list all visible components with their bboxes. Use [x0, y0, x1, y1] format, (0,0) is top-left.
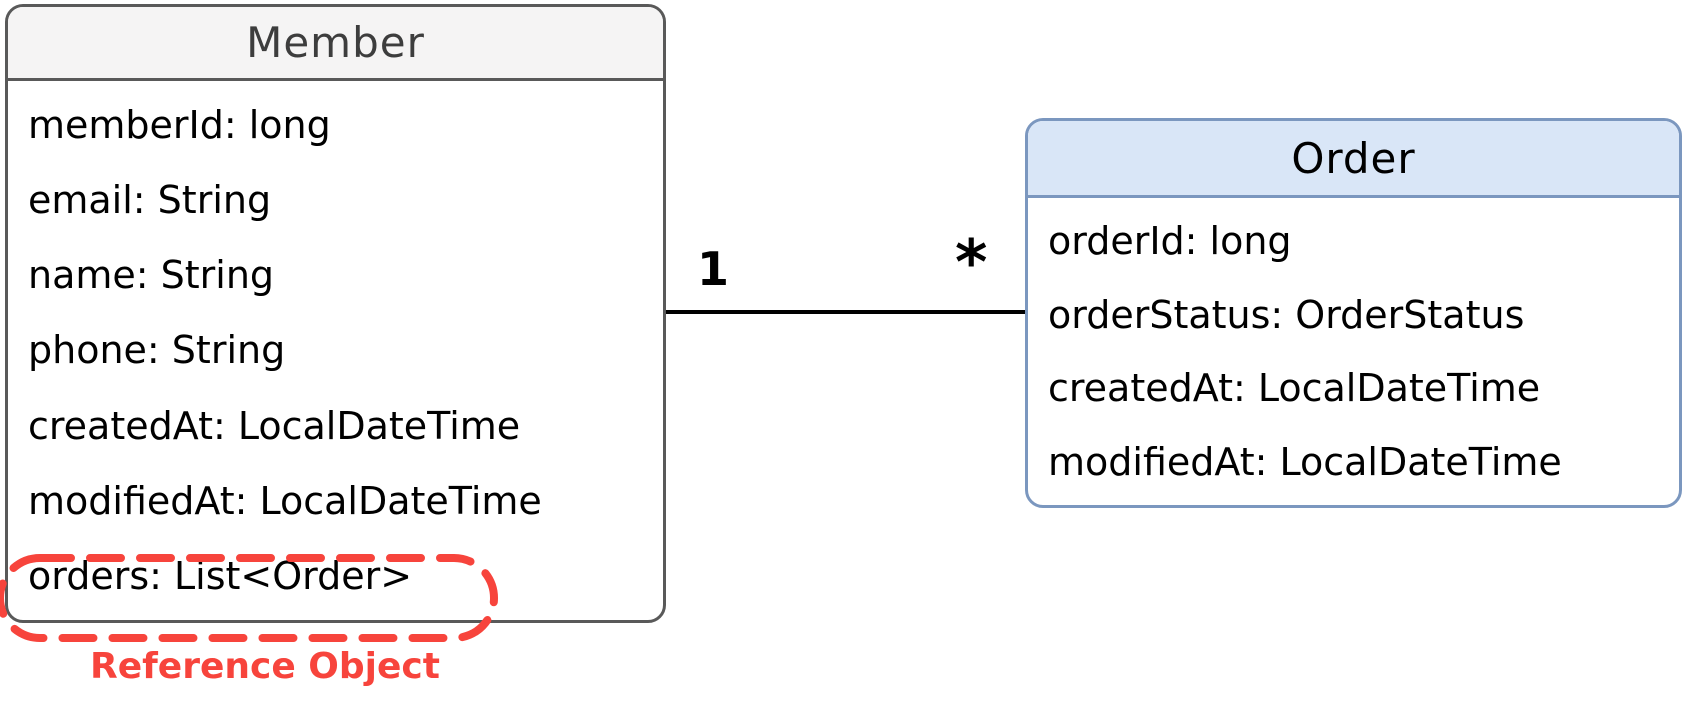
attribute-row-phone: phone: String: [28, 328, 286, 373]
class-header-order: Order: [1028, 121, 1679, 198]
association-line: [666, 310, 1025, 314]
multiplicity-many-label: *: [955, 226, 988, 299]
class-title-member: Member: [246, 18, 425, 67]
attribute-row-name: name: String: [28, 253, 275, 298]
class-attributes-order: orderId: long orderStatus: OrderStatus c…: [1028, 198, 1679, 505]
class-box-order: Order orderId: long orderStatus: OrderSt…: [1025, 118, 1682, 508]
attribute-row-createdAt: createdAt: LocalDateTime: [28, 403, 521, 448]
attribute-row-order-createdAt: createdAt: LocalDateTime: [1048, 366, 1541, 411]
multiplicity-one-label: 1: [697, 242, 730, 296]
attribute-row-orderId: orderId: long: [1048, 218, 1292, 263]
class-title-order: Order: [1291, 133, 1416, 183]
class-header-member: Member: [8, 7, 663, 81]
class-box-member: Member memberId: long email: String name…: [5, 4, 666, 623]
attribute-row-orderStatus: orderStatus: OrderStatus: [1048, 292, 1525, 337]
class-attributes-member: memberId: long email: String name: Strin…: [8, 81, 663, 620]
attribute-row-modifiedAt: modifiedAt: LocalDateTime: [28, 479, 542, 524]
reference-object-annotation: Reference Object: [90, 646, 440, 687]
attribute-row-email: email: String: [28, 177, 272, 222]
attribute-row-orders: orders: List<Order>: [28, 554, 413, 599]
attribute-row-memberId: memberId: long: [28, 102, 331, 147]
attribute-row-order-modifiedAt: modifiedAt: LocalDateTime: [1048, 440, 1562, 485]
